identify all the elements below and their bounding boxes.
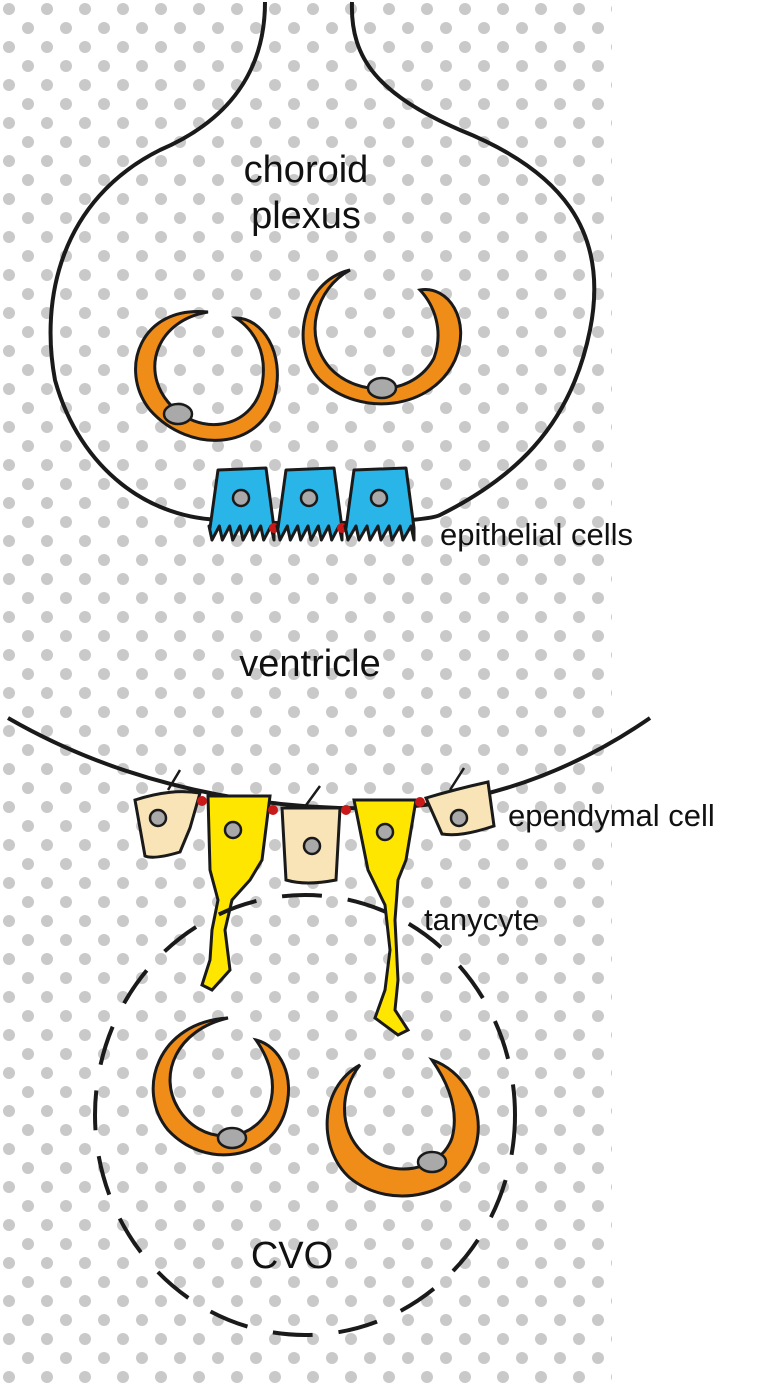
cvo-boundary bbox=[93, 893, 517, 1337]
dotted-background bbox=[0, 0, 612, 1390]
nucleus bbox=[375, 822, 395, 842]
label-epithelial-cells: epithelial cells bbox=[440, 517, 633, 552]
label-plexus: plexus bbox=[251, 195, 361, 237]
nucleus bbox=[231, 488, 251, 508]
nucleus bbox=[302, 836, 322, 856]
epithelial-cell bbox=[343, 466, 416, 542]
epithelial-cell bbox=[207, 466, 276, 542]
label-ependymal-cell: ependymal cell bbox=[508, 798, 715, 833]
ependymal-cell-2 bbox=[280, 785, 342, 885]
nucleus bbox=[416, 1150, 448, 1174]
tanycyte-right bbox=[352, 798, 418, 1037]
tanycyte-left bbox=[200, 794, 272, 992]
cvo-capillary-right bbox=[325, 1057, 480, 1198]
ependymal-tight-junctions bbox=[197, 796, 425, 815]
nucleus bbox=[299, 488, 319, 508]
nucleus bbox=[366, 376, 398, 400]
label-ventricle: ventricle bbox=[239, 643, 381, 685]
ependymal-cell-1 bbox=[133, 769, 202, 859]
label-choroid: choroid bbox=[244, 149, 369, 191]
label-tanycyte: tanycyte bbox=[424, 902, 539, 937]
cvo-capillary-left bbox=[151, 1016, 291, 1157]
label-cvo: CVO bbox=[251, 1235, 333, 1277]
nucleus bbox=[449, 808, 469, 828]
ependymal-cell-3 bbox=[423, 767, 496, 837]
nucleus bbox=[162, 402, 194, 426]
nucleus bbox=[148, 808, 168, 828]
choroid-capillary-right bbox=[301, 268, 463, 406]
nucleus bbox=[223, 820, 243, 840]
nucleus bbox=[369, 488, 389, 508]
nucleus bbox=[216, 1126, 248, 1150]
choroid-capillary-left bbox=[134, 310, 279, 442]
epithelial-cell bbox=[275, 466, 344, 542]
epithelial-cells bbox=[207, 466, 416, 542]
